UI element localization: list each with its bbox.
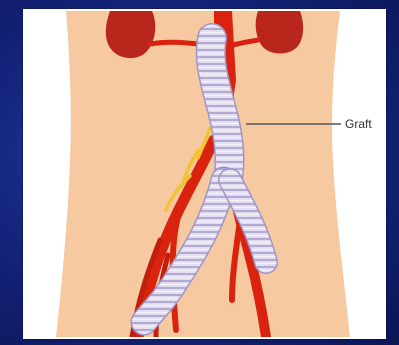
graft-label: Graft — [345, 117, 372, 131]
